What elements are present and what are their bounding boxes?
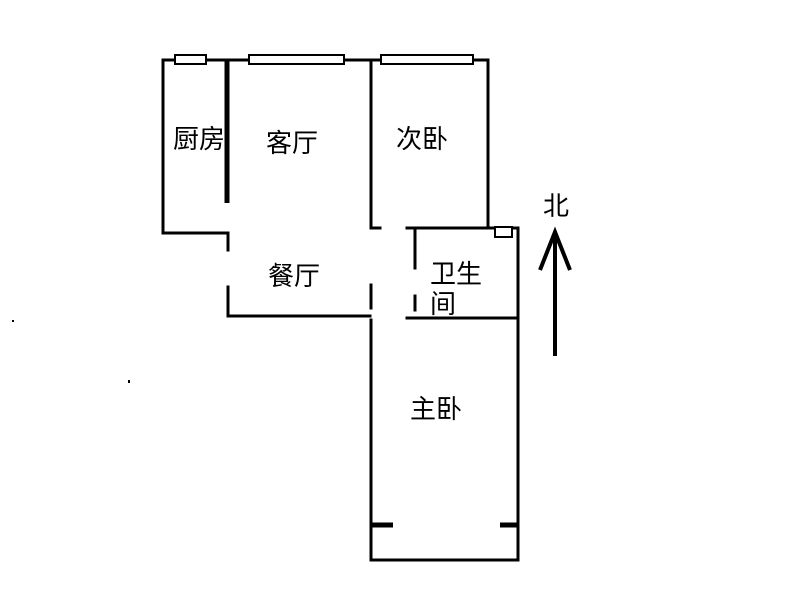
- bathroom-label-line2: 间: [430, 290, 456, 320]
- compass: 北: [538, 192, 572, 356]
- bathroom-vent: [494, 226, 513, 238]
- north-label: 北: [543, 192, 569, 222]
- stray-marks: [12, 320, 130, 383]
- kitchen-window: [174, 54, 207, 65]
- master-bedroom-label: 主卧: [410, 395, 462, 425]
- living-room-label: 客厅: [266, 129, 318, 159]
- bathroom-label-line1: 卫生: [430, 260, 482, 290]
- windows: [174, 54, 513, 238]
- second-bedroom-label: 次卧: [396, 125, 448, 155]
- second-bedroom-window: [380, 54, 474, 65]
- kitchen-label: 厨房: [173, 125, 225, 155]
- room-labels: 厨房 客厅 次卧 餐厅 卫生 间 主卧: [173, 125, 482, 425]
- living-room-window: [248, 54, 345, 65]
- walls: [161, 58, 520, 562]
- dining-room-label: 餐厅: [268, 262, 320, 292]
- north-arrow-icon: [538, 226, 572, 356]
